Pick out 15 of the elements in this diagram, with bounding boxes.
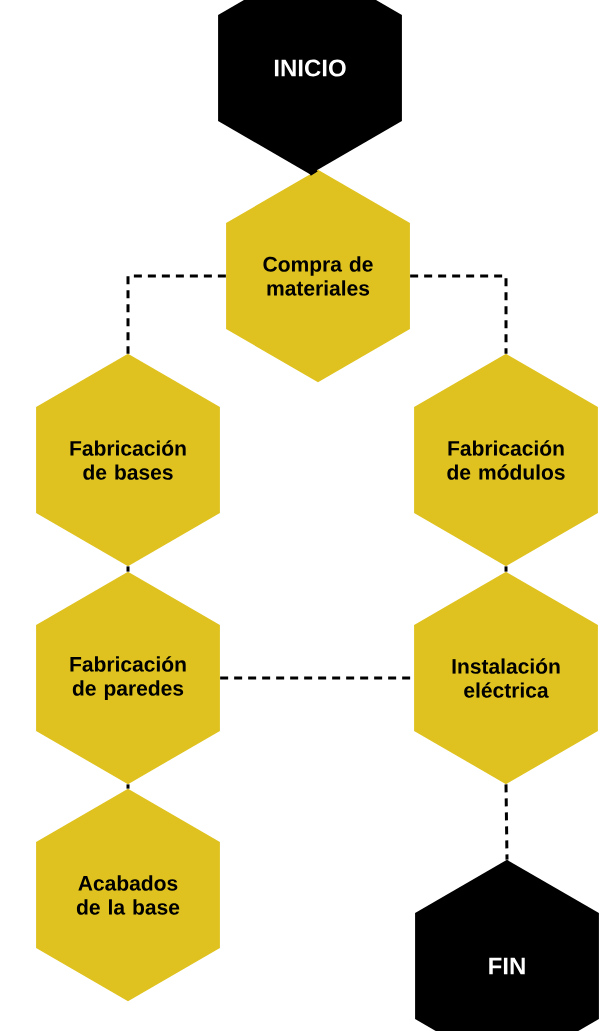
process-hexagon: Fabricación de módulos bbox=[414, 353, 598, 567]
terminal-hexagon: INICIO bbox=[218, 0, 402, 175]
connector-line bbox=[504, 566, 508, 572]
process-hexagon: Instalación eléctrica bbox=[414, 571, 598, 785]
process-hexagon: Fabricación de paredes bbox=[36, 571, 220, 785]
process-hexagon: Compra de materiales bbox=[226, 169, 410, 383]
connector-line bbox=[504, 784, 509, 860]
connector-line bbox=[309, 168, 319, 176]
connector-line bbox=[126, 784, 130, 789]
connector-line bbox=[126, 566, 130, 572]
connector-line bbox=[126, 274, 226, 354]
process-hexagon: Acabados de la base bbox=[36, 788, 220, 1002]
process-hexagon: Fabricación de bases bbox=[36, 353, 220, 567]
connector-line bbox=[410, 274, 508, 354]
terminal-hexagon: FIN bbox=[415, 859, 599, 1031]
